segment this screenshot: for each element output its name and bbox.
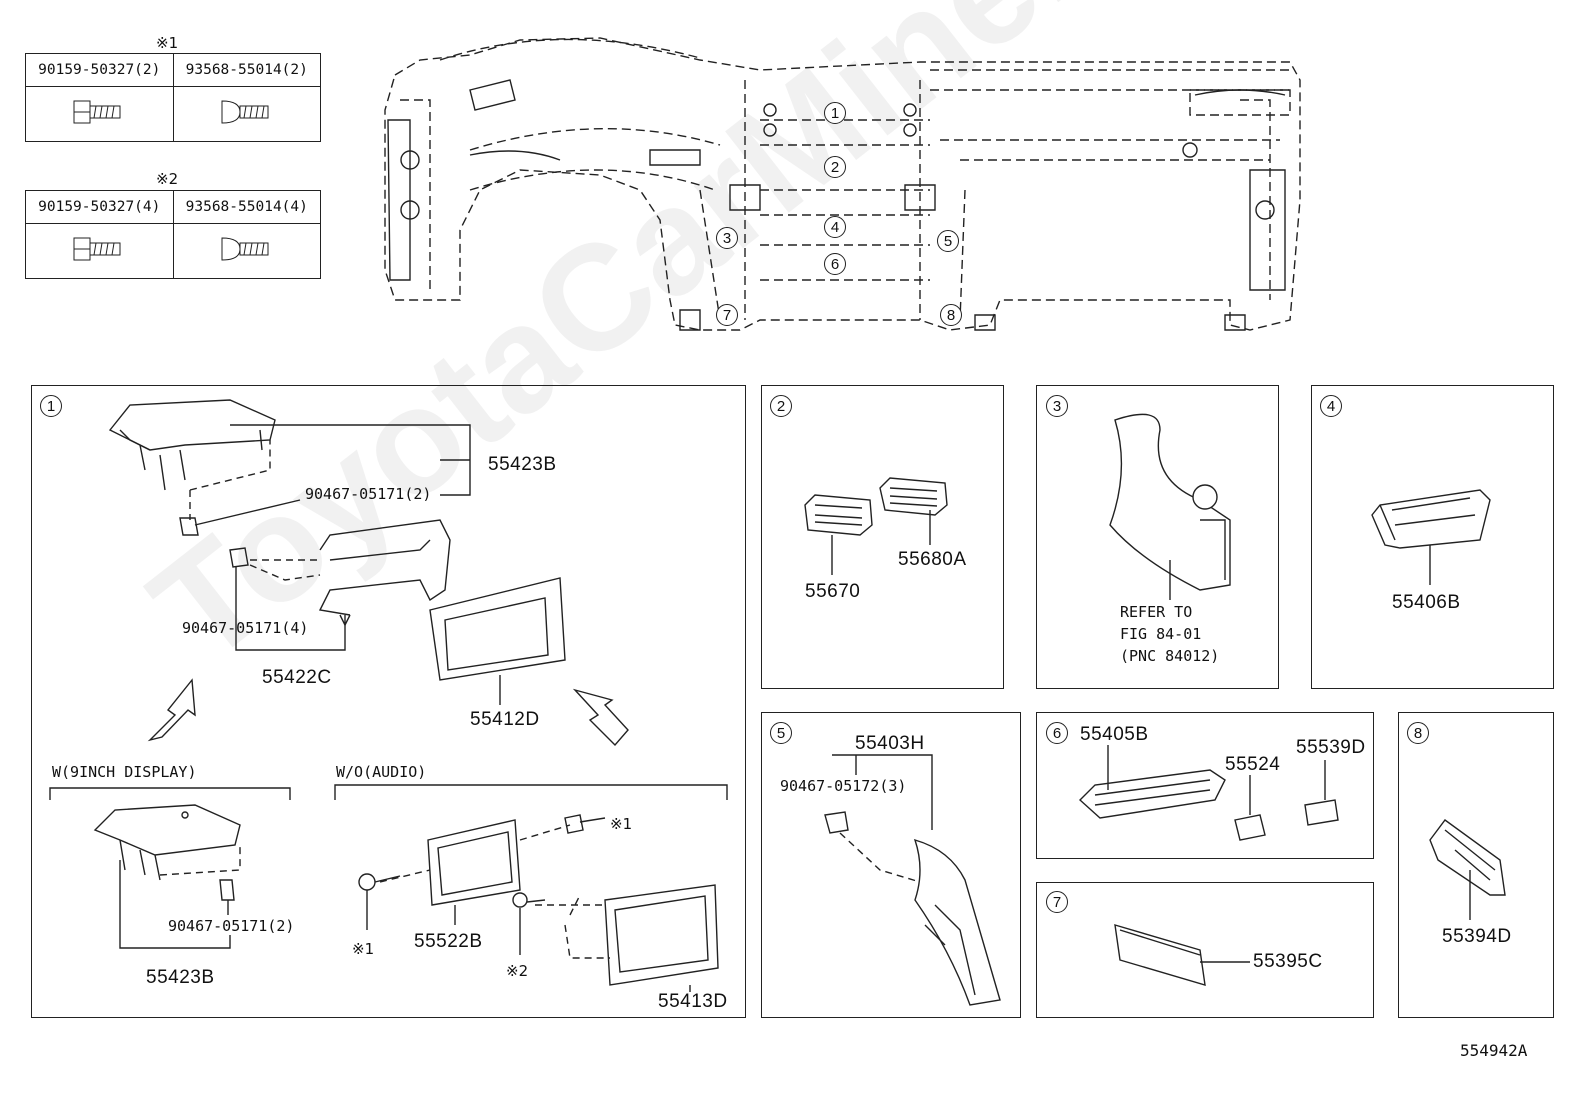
part-55403H: 55403H — [855, 733, 925, 754]
fastener-mark-1: ※1 — [156, 34, 179, 52]
part-55395C: 55395C — [1253, 951, 1323, 972]
panel-1 — [31, 385, 746, 1018]
panel-6-number: 6 — [1046, 722, 1068, 744]
part-55522B: 55522B — [414, 931, 483, 952]
part-55394D: 55394D — [1442, 926, 1512, 947]
overview-callout-4: 4 — [824, 216, 846, 238]
panel-1-number: 1 — [40, 395, 62, 417]
fastener-mark-2: ※2 — [156, 170, 179, 188]
part-55406B: 55406B — [1392, 592, 1461, 613]
wo-audio-label: W/O(AUDIO) — [336, 763, 427, 781]
panel-2 — [761, 385, 1004, 689]
part-55423B-top: 55423B — [488, 454, 557, 475]
clip-label-mid: 90467-05171(4) — [182, 619, 309, 637]
panel-7 — [1036, 882, 1374, 1018]
panel-8-number: 8 — [1407, 722, 1429, 744]
clip-label-top: 90467-05171(2) — [305, 485, 432, 503]
mark-1-upper: ※1 — [610, 815, 633, 833]
panel-5-number: 5 — [770, 722, 792, 744]
overview-callout-7: 7 — [716, 304, 738, 326]
bolt-icon — [25, 223, 174, 279]
fig-label: FIG 84-01 — [1120, 625, 1202, 643]
fastener-table-2: 90159-50327(4) 93568-55014(4) — [25, 190, 321, 279]
panel-7-number: 7 — [1046, 891, 1068, 913]
fastener-bolt-part: 90159-50327(2) — [25, 53, 174, 87]
clip-label-panel5: 90467-05172(3) — [780, 777, 907, 795]
overview-callout-1: 1 — [824, 102, 846, 124]
overview-callout-5: 5 — [937, 230, 959, 252]
part-55680A: 55680A — [898, 549, 967, 570]
figure-id: 554942A — [1460, 1041, 1528, 1060]
clip-label-w9: 90467-05171(2) — [168, 917, 295, 935]
panel-3-number: 3 — [1046, 395, 1068, 417]
screw-icon — [172, 86, 321, 142]
part-55405B: 55405B — [1080, 724, 1149, 745]
panel-3 — [1036, 385, 1279, 689]
fastener-bolt-part: 90159-50327(4) — [25, 190, 174, 224]
panel-8 — [1398, 712, 1554, 1018]
panel-5 — [761, 712, 1021, 1018]
panel-4-number: 4 — [1320, 395, 1342, 417]
mark-1-lower: ※1 — [352, 940, 375, 958]
panel-4 — [1311, 385, 1554, 689]
w9inch-display-label: W(9INCH DISPLAY) — [52, 763, 197, 781]
overview-callout-6: 6 — [824, 253, 846, 275]
part-55422C: 55422C — [262, 667, 332, 688]
part-55670: 55670 — [805, 581, 861, 602]
screw-icon — [172, 223, 321, 279]
refer-to-label: REFER TO — [1120, 603, 1193, 621]
bolt-icon — [25, 86, 174, 142]
part-55413D: 55413D — [658, 991, 728, 1012]
overview-callout-3: 3 — [716, 227, 738, 249]
part-55412D: 55412D — [470, 709, 540, 730]
fastener-table-1: 90159-50327(2) 93568-55014(2) — [25, 53, 321, 142]
part-55423B-bottom: 55423B — [146, 967, 215, 988]
pnc-label: (PNC 84012) — [1120, 647, 1220, 665]
fastener-screw-part: 93568-55014(2) — [172, 53, 321, 87]
fastener-screw-part: 93568-55014(4) — [172, 190, 321, 224]
part-55524: 55524 — [1225, 754, 1281, 775]
panel-2-number: 2 — [770, 395, 792, 417]
panel-6 — [1036, 712, 1374, 859]
part-55539D: 55539D — [1296, 737, 1366, 758]
overview-callout-8: 8 — [940, 304, 962, 326]
overview-callout-2: 2 — [824, 156, 846, 178]
mark-2: ※2 — [506, 962, 529, 980]
